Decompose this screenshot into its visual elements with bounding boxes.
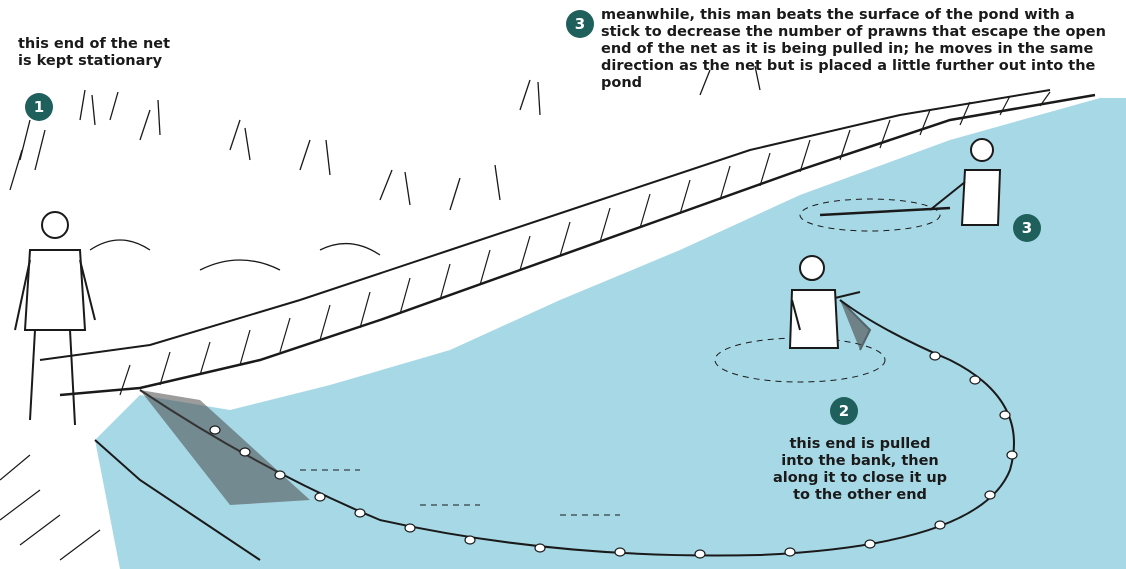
step-3-line: pond — [601, 75, 1106, 92]
step-3-line: direction as the net but is placed a lit… — [601, 58, 1106, 75]
vegetation — [10, 66, 760, 270]
step-3-line: end of the net as it is being pulled in;… — [601, 41, 1106, 58]
step-2-line: this end is pulled — [740, 436, 980, 453]
step-3-badge-marker: 3 — [1013, 214, 1041, 242]
step-1-line: this end of the net — [18, 36, 218, 53]
step-2-badge: 2 — [830, 397, 858, 425]
step-3-line: meanwhile, this man beats the surface of… — [601, 7, 1106, 24]
step-2-caption: this end is pulled into the bank, then a… — [740, 436, 980, 504]
step-2-line: to the other end — [740, 487, 980, 504]
step-2-line: along it to close it up — [740, 470, 980, 487]
step-3-badge: 3 — [566, 10, 594, 38]
step-1-line: is kept stationary — [18, 53, 218, 70]
near-bank-grass — [0, 455, 100, 560]
step-3-caption: meanwhile, this man beats the surface of… — [601, 7, 1106, 92]
step-1-badge: 1 — [25, 93, 53, 121]
step-1-caption: this end of the net is kept stationary — [18, 36, 218, 70]
step-2-line: into the bank, then — [740, 453, 980, 470]
step-3-line: stick to decrease the number of prawns t… — [601, 24, 1106, 41]
